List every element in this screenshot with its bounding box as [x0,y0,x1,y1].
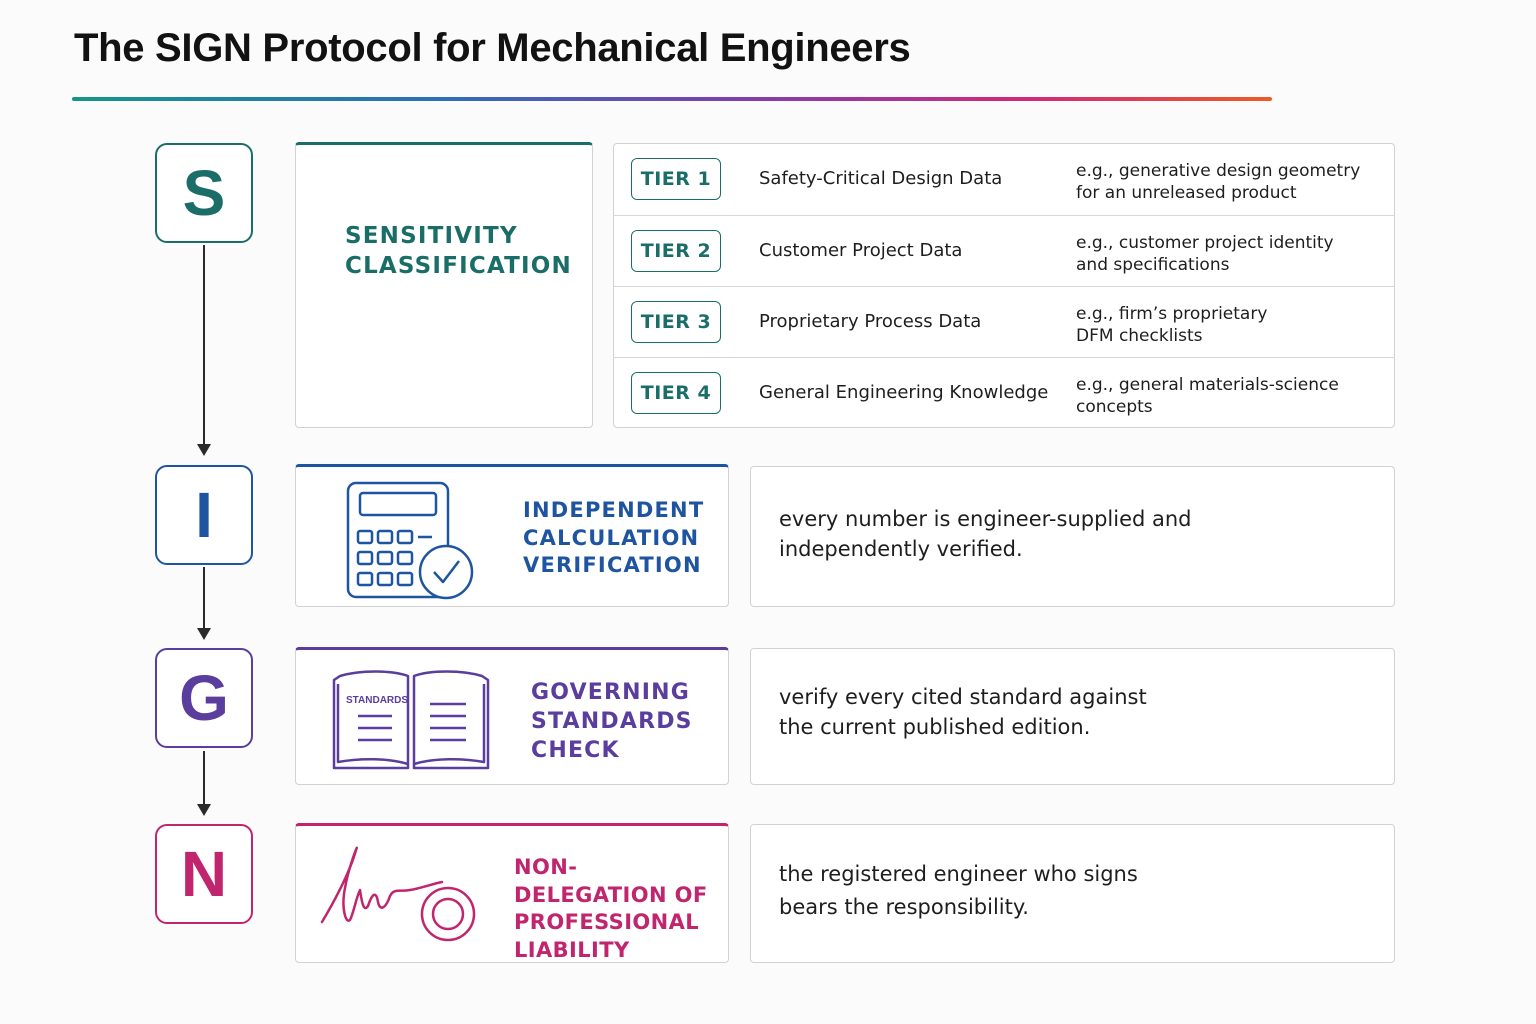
tier-row: TIER 4 General Engineering Knowledge e.g… [614,357,1394,428]
example-line: e.g., customer project identity [1076,233,1334,253]
page-title: The SIGN Protocol for Mechanical Enginee… [74,26,911,70]
example-line: DFM checklists [1076,326,1203,346]
arrow-down-icon [197,804,211,816]
tier-badge: TIER 4 [631,372,721,414]
signature-seal-icon [320,846,476,942]
tier-table: TIER 1 Safety-Critical Design Data e.g.,… [613,143,1395,428]
independent-calculation-desc-card: every number is engineer-supplied and in… [750,466,1395,607]
desc-line: bears the responsibility. [779,894,1029,919]
arrow-down-icon [197,628,211,640]
tier-badge: TIER 3 [631,301,721,343]
title-line: INDEPENDENT [523,498,705,522]
step-description: every number is engineer-supplied and in… [779,504,1192,565]
non-delegation-desc-card: the registered engineer who signs bears … [750,824,1395,963]
title-line: STANDARDS [531,709,693,735]
connector-g-n [203,751,205,805]
tier-example: e.g., customer project identity and spec… [1076,232,1376,276]
desc-line: the registered engineer who signs [779,862,1138,886]
tier-example: e.g., general materials-science concepts [1076,374,1376,418]
step-description: the registered engineer who signs bears … [779,858,1138,923]
tier-example: e.g., generative design geometry for an … [1076,160,1376,204]
non-delegation-title: NON-DELEGATION OF PROFESSIONAL LIABILITY [514,854,728,965]
book-label: STANDARDS [346,695,408,706]
tier-row: TIER 3 Proprietary Process Data e.g., fi… [614,286,1394,357]
letter-box-i: I [155,465,253,565]
open-book-icon: STANDARDS [332,670,490,770]
example-line: e.g., generative design geometry [1076,161,1361,181]
title-gradient-rule [72,97,1272,101]
tier-example: e.g., firm’s proprietary DFM checklists [1076,303,1376,347]
example-line: e.g., firm’s proprietary [1076,304,1268,324]
title-line: NON-DELEGATION OF [514,855,708,907]
title-line: VERIFICATION [523,553,702,578]
sensitivity-classification-title: SENSITIVITY CLASSIFICATION [345,221,572,282]
calculator-check-icon [346,481,474,600]
connector-s-i [203,245,205,445]
desc-line: the current published edition. [779,715,1091,740]
title-line: CHECK [531,738,620,764]
tier-row: TIER 1 Safety-Critical Design Data e.g.,… [614,144,1394,215]
example-line: for an unreleased product [1076,183,1297,203]
arrow-down-icon [197,444,211,456]
example-line: and specifications [1076,255,1230,275]
tier-name: Customer Project Data [759,240,963,261]
letter-box-n: N [155,824,253,924]
governing-standards-desc-card: verify every cited standard against the … [750,648,1395,785]
sensitivity-classification-card: SENSITIVITY CLASSIFICATION [295,142,593,428]
example-line: e.g., general materials-science [1076,375,1339,395]
step-description: verify every cited standard against the … [779,682,1147,743]
independent-calculation-card: INDEPENDENT CALCULATION VERIFICATION [295,464,729,607]
tier-badge: TIER 2 [631,230,721,272]
tier-name: Proprietary Process Data [759,311,982,332]
letter-box-s: S [155,143,253,243]
example-line: concepts [1076,397,1153,417]
tier-badge: TIER 1 [631,158,721,200]
title-line: CLASSIFICATION [345,253,573,280]
desc-line: independently verified. [779,537,1023,562]
desc-line: verify every cited standard against [779,685,1147,709]
governing-standards-card: STANDARDS GOVERNING STANDARDS CHECK [295,647,729,785]
independent-calculation-title: INDEPENDENT CALCULATION VERIFICATION [523,497,704,580]
connector-i-g [203,567,205,629]
title-line: PROFESSIONAL [514,910,700,935]
non-delegation-card: NON-DELEGATION OF PROFESSIONAL LIABILITY [295,823,729,963]
title-line: GOVERNING [531,680,691,705]
tier-row: TIER 2 Customer Project Data e.g., custo… [614,215,1394,286]
desc-line: every number is engineer-supplied and [779,507,1192,531]
title-line: CALCULATION [523,525,700,550]
tier-name: General Engineering Knowledge [759,382,1049,403]
letter-box-g: G [155,648,253,748]
governing-standards-title: GOVERNING STANDARDS CHECK [531,678,693,765]
tier-name: Safety-Critical Design Data [759,168,1003,189]
title-line: SENSITIVITY [345,223,518,249]
title-line: LIABILITY [514,938,630,963]
